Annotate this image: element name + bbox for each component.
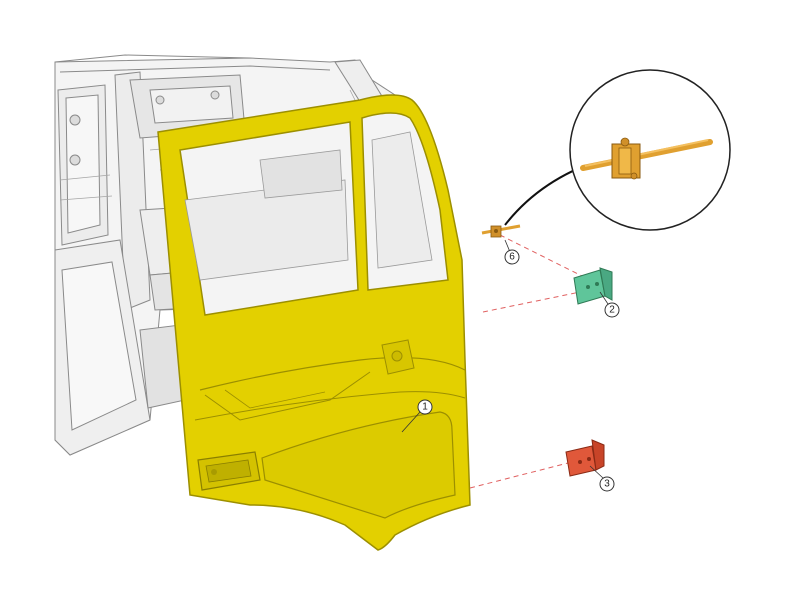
callout-6-label: 6 xyxy=(509,252,515,263)
check-strap-detail xyxy=(580,137,713,180)
callout-ticks xyxy=(401,239,609,479)
upper-hinge-bracket xyxy=(573,267,613,305)
callout-3-label: 3 xyxy=(604,479,610,490)
detail-zoom xyxy=(504,69,731,231)
callout-2: 2 xyxy=(604,302,620,318)
callout-6: 6 xyxy=(504,249,520,265)
lower-hinge-bracket xyxy=(565,439,605,477)
door-panel xyxy=(157,94,471,551)
callout-1-label: 1 xyxy=(422,402,428,413)
callout-3: 3 xyxy=(599,476,615,492)
callout-1: 1 xyxy=(417,399,433,415)
callout-2-label: 2 xyxy=(609,305,615,316)
leader-lines xyxy=(469,234,591,489)
door-check-strap xyxy=(481,224,521,238)
